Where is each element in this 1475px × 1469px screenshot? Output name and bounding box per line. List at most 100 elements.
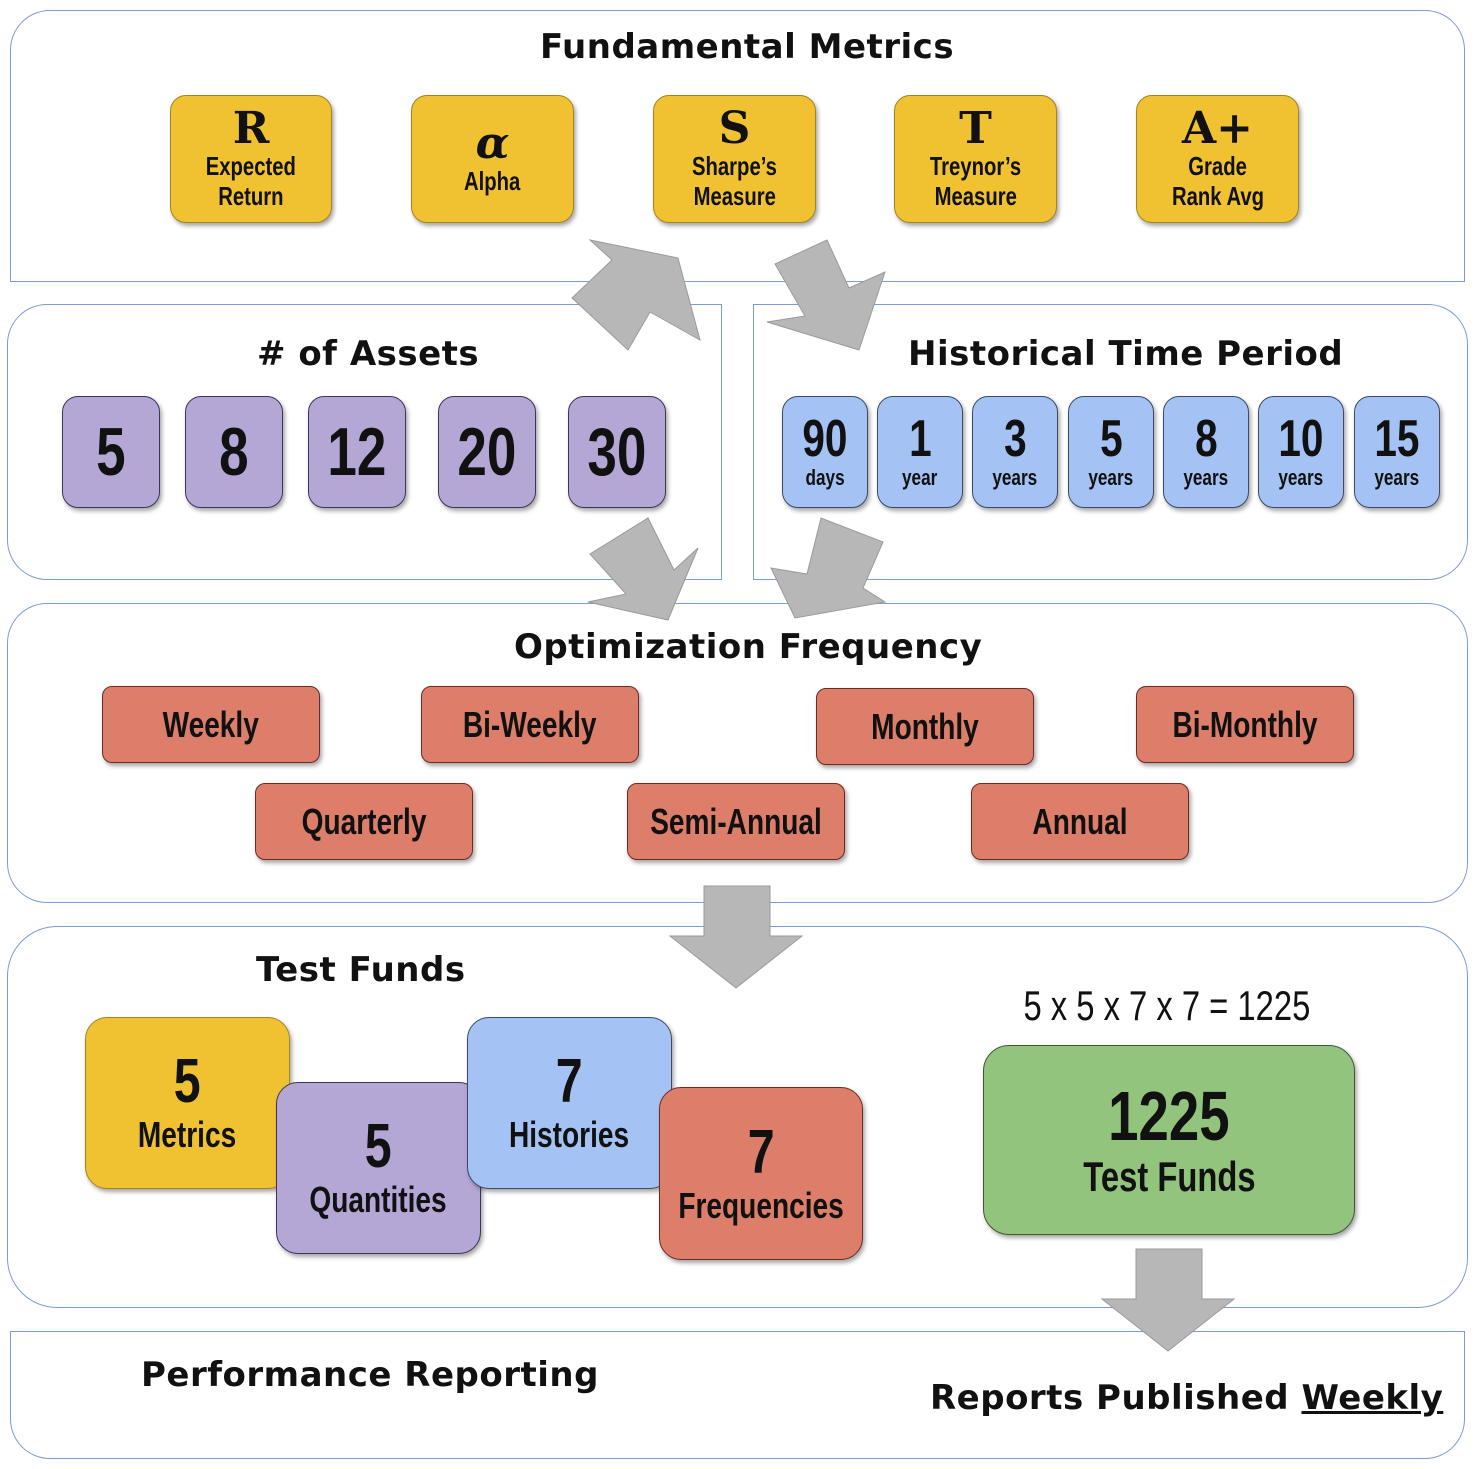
metric-symbol: S — [718, 103, 751, 154]
metric-symbol: α — [475, 118, 510, 169]
reports-published-frequency: Weekly — [1301, 1378, 1444, 1418]
arrow-shape — [571, 239, 701, 351]
metric-label: Measure — [934, 181, 1017, 211]
metric-symbol: T — [959, 103, 992, 154]
total-test-funds-label: Test Funds — [1082, 1153, 1256, 1200]
frequency-label: Quarterly — [301, 800, 427, 842]
factor-label: Quantities — [309, 1179, 448, 1220]
reporting-title: Performance Reporting — [141, 1355, 599, 1395]
reports-published-text: Reports Published Weekly — [930, 1378, 1443, 1418]
history-period-card: 90 days — [782, 396, 868, 508]
history-period-unit: years — [1183, 465, 1229, 490]
arrow-shape — [770, 517, 887, 619]
history-period-card: 3 years — [972, 396, 1058, 508]
frequency-card-quarterly: Quarterly — [255, 783, 473, 860]
assets-title: # of Assets — [257, 334, 480, 374]
factor-card-frequencies: 7 Frequencies — [659, 1087, 863, 1260]
frequency-label: Semi-Annual — [650, 800, 822, 842]
optimization-title: Optimization Frequency — [514, 627, 983, 667]
arrow-shape — [668, 885, 804, 989]
frequency-card-weekly: Weekly — [102, 686, 320, 763]
equation-text: 5 x 5 x 7 x 7 = 1225 — [1023, 982, 1311, 1029]
history-period-unit: years — [1278, 465, 1324, 490]
asset-count-value: 20 — [457, 414, 517, 490]
frequency-label: Monthly — [871, 705, 979, 747]
metric-symbol: R — [232, 103, 270, 154]
history-period-number: 15 — [1374, 410, 1420, 468]
history-period-number: 1 — [908, 410, 932, 468]
factor-count: 5 — [174, 1047, 201, 1116]
metric-card-treynor: T Treynor’s Measure — [894, 95, 1057, 223]
history-period-unit: year — [902, 465, 938, 490]
history-period-number: 5 — [1099, 410, 1123, 468]
test-funds-equation: 5 x 5 x 7 x 7 = 1225 — [960, 982, 1374, 1030]
factor-label: Metrics — [138, 1114, 237, 1155]
metric-card-alpha: α Alpha — [411, 95, 574, 223]
asset-count-card: 5 — [62, 396, 160, 508]
total-test-funds-card: 1225 Test Funds — [983, 1045, 1355, 1235]
history-period-card: 5 years — [1068, 396, 1154, 508]
arrow-metrics-to-history — [766, 239, 886, 351]
history-period-number: 3 — [1003, 410, 1027, 468]
asset-count-value: 5 — [96, 414, 126, 490]
arrow-shape — [587, 517, 699, 621]
factor-count: 7 — [556, 1047, 583, 1116]
asset-count-card: 12 — [308, 396, 406, 508]
factor-card-quantities: 5 Quantities — [276, 1082, 481, 1254]
metric-card-expected-return: R Expected Return — [170, 95, 332, 223]
history-period-card: 10 years — [1258, 396, 1344, 508]
frequency-card-semi-annual: Semi-Annual — [627, 783, 845, 860]
frequency-card-bi-weekly: Bi-Weekly — [421, 686, 639, 763]
history-period-number: 10 — [1278, 410, 1324, 468]
history-title: Historical Time Period — [908, 334, 1344, 374]
arrow-shape — [766, 239, 886, 351]
asset-count-card: 30 — [568, 396, 666, 508]
history-period-number: 90 — [802, 410, 848, 468]
arrow-metrics-to-assets — [571, 239, 701, 351]
arrow-test-funds-to-reporting — [1100, 1248, 1236, 1352]
reports-published-prefix: Reports Published — [930, 1378, 1302, 1418]
fundamental-metrics-title: Fundamental Metrics — [540, 27, 955, 67]
frequency-label: Bi-Monthly — [1172, 703, 1318, 745]
metric-label: Grade — [1188, 151, 1247, 181]
frequency-card-monthly: Monthly — [816, 688, 1034, 765]
history-period-unit: years — [992, 465, 1038, 490]
factor-card-metrics: 5 Metrics — [85, 1017, 290, 1189]
frequency-label: Annual — [1032, 800, 1128, 842]
frequency-label: Bi-Weekly — [463, 703, 597, 745]
metric-card-grade-rank: A+ Grade Rank Avg — [1136, 95, 1299, 223]
metric-label: Return — [218, 181, 284, 211]
metric-label: Alpha — [464, 166, 521, 196]
test-funds-title: Test Funds — [256, 950, 466, 990]
metric-card-sharpe: S Sharpe’s Measure — [653, 95, 816, 223]
factor-card-histories: 7 Histories — [467, 1017, 672, 1189]
factor-label: Histories — [509, 1114, 630, 1155]
history-period-card: 1 year — [877, 396, 963, 508]
arrow-assets-to-optimization — [587, 517, 699, 621]
frequency-card-bi-monthly: Bi-Monthly — [1136, 686, 1354, 763]
arrow-history-to-optimization — [770, 517, 887, 619]
factor-count: 7 — [747, 1117, 775, 1187]
factor-label: Frequencies — [678, 1184, 844, 1226]
history-period-number: 8 — [1194, 410, 1218, 468]
asset-count-card: 20 — [438, 396, 536, 508]
arrow-shape — [1100, 1248, 1236, 1352]
history-period-unit: years — [1088, 465, 1134, 490]
metric-label: Expected — [205, 151, 297, 181]
history-period-card: 15 years — [1354, 396, 1440, 508]
metric-label: Measure — [693, 181, 776, 211]
asset-count-value: 12 — [327, 414, 387, 490]
metric-symbol: A+ — [1181, 103, 1253, 154]
metric-label: Treynor’s — [929, 151, 1022, 181]
history-period-card: 8 years — [1163, 396, 1249, 508]
factor-count: 5 — [365, 1112, 392, 1181]
asset-count-value: 30 — [587, 414, 647, 490]
frequency-card-annual: Annual — [971, 783, 1189, 860]
history-period-unit: years — [1374, 465, 1420, 490]
frequency-label: Weekly — [162, 703, 260, 745]
asset-count-card: 8 — [185, 396, 283, 508]
metric-label: Rank Avg — [1171, 181, 1264, 211]
history-period-unit: days — [805, 465, 845, 490]
total-test-funds-number: 1225 — [1108, 1077, 1230, 1155]
metric-label: Sharpe’s — [692, 151, 777, 181]
